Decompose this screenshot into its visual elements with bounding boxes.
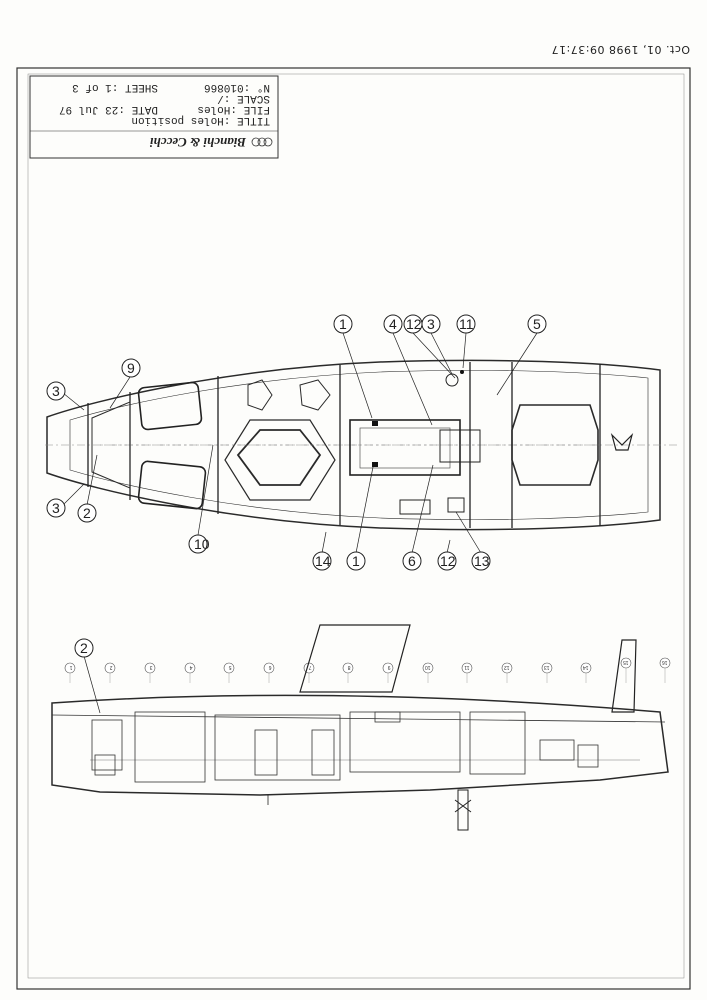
station-label: 11 [464, 664, 469, 670]
plan-seacock-10 [460, 370, 464, 374]
station-label: 12 [504, 664, 510, 670]
svg-text:2: 2 [80, 640, 88, 656]
plan-saloon-locker-1 [247, 379, 273, 411]
station-label: 16 [662, 659, 668, 665]
station-label: 5 [229, 664, 232, 670]
svg-text:5: 5 [533, 316, 541, 332]
svg-text:11: 11 [459, 316, 474, 332]
propeller-icon [454, 789, 472, 831]
date-line: DATE :23 Jul 97 [59, 103, 158, 115]
title-line: TITLE :Holes position [131, 114, 270, 126]
title-block: Bianchi & Cecchi TITLE :Holes position F… [29, 75, 279, 159]
station-label: 13 [544, 664, 550, 670]
plan-view: 1 4 12 3 11 [45, 314, 680, 571]
plan-saloon-locker-2 [299, 379, 331, 411]
callout-3-bottom: 3 [46, 483, 85, 518]
callout-7: 4 [383, 314, 433, 426]
svg-text:13: 13 [474, 553, 490, 569]
svg-text:6: 6 [408, 553, 416, 569]
plan-hatch-1a [372, 421, 378, 426]
station-label: 7 [309, 664, 312, 670]
profile-interior [91, 711, 599, 783]
brand-logo-icon [251, 137, 273, 147]
plan-saloon-table [236, 429, 322, 486]
station-label: 9 [388, 664, 391, 670]
callout-13: 13 [455, 511, 491, 571]
callout-1-bottom: 1 [346, 466, 374, 571]
plan-transom-emblem [610, 432, 634, 451]
station-label: 14 [583, 664, 589, 670]
callout-14: 14 [312, 531, 332, 571]
svg-text:4: 4 [389, 316, 397, 332]
svg-text:3: 3 [52, 383, 60, 399]
svg-text:3: 3 [52, 500, 60, 516]
sheet-line: SHEET :1 of 3 [72, 81, 158, 93]
svg-text:9: 9 [127, 360, 135, 376]
brand-name: Bianchi & Cecchi [150, 135, 247, 150]
callout-8: 10 [188, 444, 214, 554]
plan-aft-locker-2 [447, 497, 465, 513]
print-timestamp: Oct. 01, 1998 09:37:17 [551, 43, 690, 56]
svg-text:14: 14 [315, 553, 331, 569]
callout-2-profile: 2 [74, 638, 101, 714]
plan-hull-outline [46, 359, 661, 531]
station-label: 10 [425, 664, 431, 670]
svg-text:12: 12 [406, 316, 422, 332]
number-line: N° :010866 [204, 81, 270, 93]
svg-text:12: 12 [440, 553, 456, 569]
frame-inner [27, 73, 685, 979]
svg-text:2: 2 [83, 505, 91, 521]
svg-text:10: 10 [194, 536, 210, 552]
svg-text:1: 1 [339, 316, 347, 332]
scale-line: SCALE :/ [217, 92, 270, 104]
profile-hull [51, 694, 669, 796]
plan-cockpit-well [349, 419, 461, 476]
plan-fore-cushion-top [137, 381, 203, 431]
plan-saloon-seat [224, 419, 336, 501]
callout-2-plan: 2 [77, 454, 98, 523]
callout-3-top: 3 [46, 381, 85, 411]
callout-4: 3 [421, 314, 453, 375]
plan-aft-berth [511, 404, 599, 486]
plan-hatch-1b [372, 462, 378, 467]
station-label: 1 [70, 664, 73, 670]
station-label: 3 [150, 664, 153, 670]
svg-text:3: 3 [427, 316, 435, 332]
callout-1-top: 1 [333, 314, 373, 419]
file-line: FILE :Holes [197, 103, 270, 115]
frame-outer [16, 67, 691, 990]
plan-aft-locker [399, 499, 431, 515]
plan-fore-cushion-bottom [137, 460, 207, 510]
keel-fin [299, 624, 411, 693]
callout-6: 6 [402, 464, 434, 571]
callout-12: 12 [437, 539, 457, 571]
plan-seacock-4 [445, 373, 459, 387]
plan-fore-berth [91, 401, 131, 489]
plan-cockpit-inner [359, 427, 451, 469]
station-marks [64, 657, 671, 674]
callout-10: 12 [403, 314, 456, 379]
callout-9: 9 [109, 358, 141, 409]
station-label: 8 [348, 664, 351, 670]
station-label: 4 [190, 664, 193, 670]
profile-sheer [51, 714, 666, 723]
plan-engine-box [439, 429, 481, 463]
rudder [611, 639, 637, 713]
station-label: 2 [110, 664, 113, 670]
station-label: 6 [269, 664, 272, 670]
callout-11: 11 [456, 314, 476, 369]
svg-text:1: 1 [352, 553, 360, 569]
callout-5: 5 [496, 314, 547, 396]
station-label: 15 [623, 659, 629, 665]
plan-callouts: 1 4 12 3 11 [46, 314, 547, 571]
